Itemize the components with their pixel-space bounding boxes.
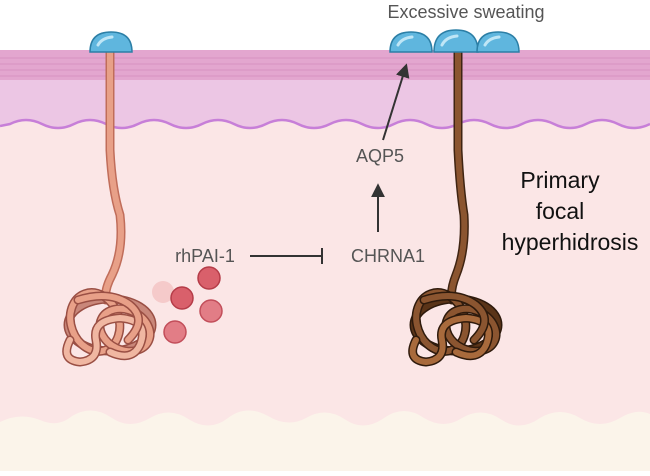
sweat-droplet-icon [476, 31, 520, 53]
condition-title-line2: focal [536, 198, 585, 224]
hyperactive-sweat-gland [408, 47, 503, 367]
condition-title-line3: hyperhidrosis [502, 229, 639, 255]
normal-sweat-gland [62, 47, 157, 367]
condition-title-line1: Primary [520, 167, 600, 193]
rhpai1-molecule-icon [152, 266, 223, 344]
rhpai1-label: rhPAI-1 [175, 246, 235, 266]
arrow-aqp5-to-sweating [382, 63, 410, 141]
epidermis-layer [0, 80, 650, 128]
sweat-droplet-icon [389, 31, 433, 53]
sweat-droplet-icon [433, 29, 479, 53]
inhibition-arrow [250, 248, 323, 264]
sweat-droplet-icon [89, 31, 133, 53]
excessive-sweating-label: Excessive sweating [387, 2, 544, 22]
subcutaneous-layer [0, 410, 650, 471]
aqp5-label: AQP5 [356, 146, 404, 166]
chrna1-label: CHRNA1 [351, 246, 425, 266]
